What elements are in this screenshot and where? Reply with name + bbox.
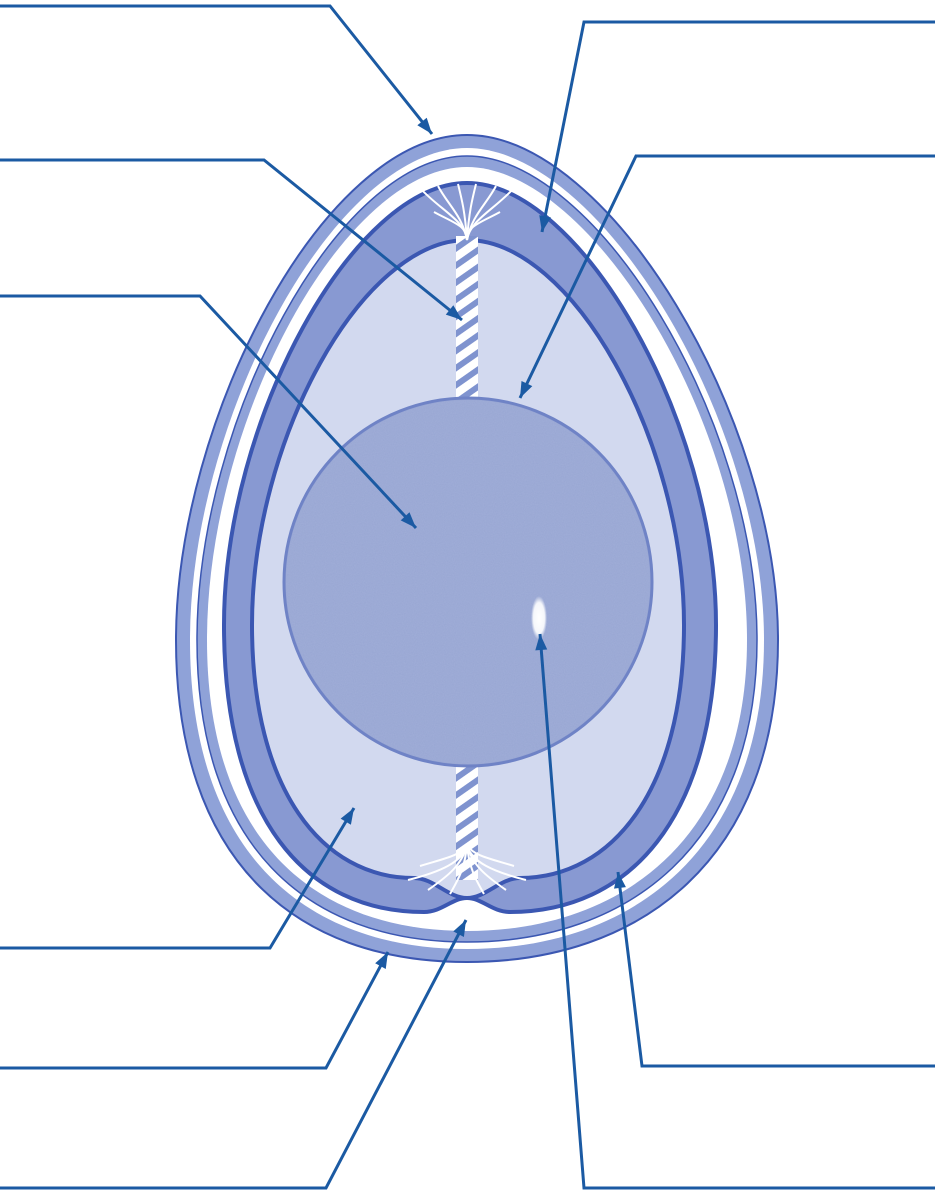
- yolk-texture: [286, 400, 650, 764]
- leader-line-shell: [0, 6, 432, 134]
- leader-line-air-cell: [0, 920, 466, 1188]
- leader-line-air-cell-upper: [542, 22, 935, 232]
- blastodisc: [531, 596, 547, 640]
- leader-line-outer-shell-membrane: [0, 952, 388, 1068]
- arrowhead-outer-shell-membrane: [375, 952, 388, 969]
